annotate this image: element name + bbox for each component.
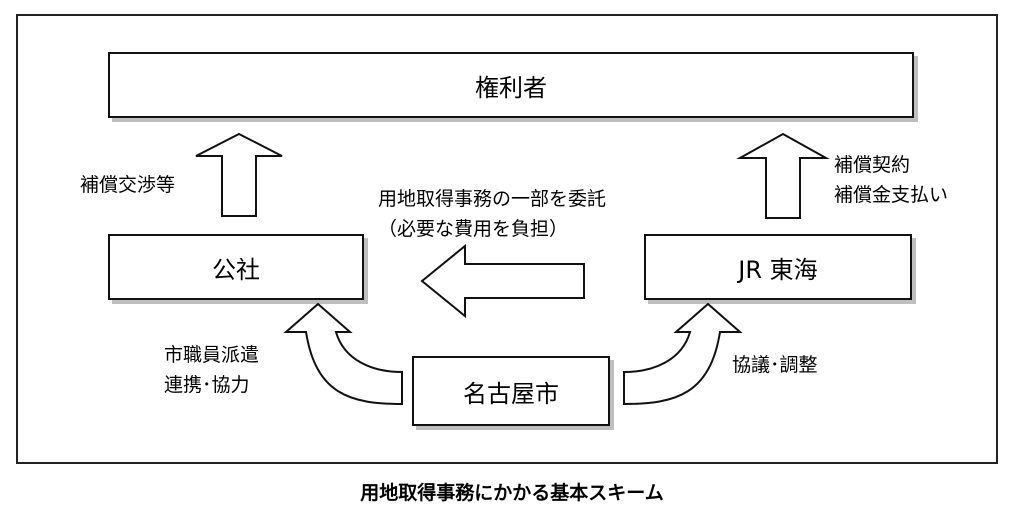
diagram-frame <box>16 14 998 464</box>
entrust-line-1: 用地取得事務の一部を委託 <box>378 188 607 210</box>
dispatch-line-1: 市職員派遣 <box>164 344 260 366</box>
entrust-line-2: （必要な費用を負担） <box>378 218 569 240</box>
corporation-box: 公社 <box>108 234 364 300</box>
rights-holder-label: 権利者 <box>475 73 547 102</box>
negotiation-label: 補償交渉等 <box>80 174 176 196</box>
dispatch-label: 市職員派遣 連携･協力 <box>164 340 259 400</box>
left-arrow-entrust <box>420 243 585 319</box>
consult-label: 協議･調整 <box>732 354 818 376</box>
contract-label: 補償契約 補償金支払い <box>834 150 948 210</box>
curved-arrow-to-corporation <box>283 302 403 406</box>
up-arrow-left <box>195 132 283 217</box>
jr-central-box: JR 東海 <box>644 234 912 300</box>
entrust-label: 用地取得事務の一部を委託 （必要な費用を負担） <box>378 184 606 244</box>
contract-line-2: 補償金支払い <box>834 184 949 206</box>
diagram-caption: 用地取得事務にかかる基本スキーム <box>360 482 664 504</box>
curved-arrow-to-jr <box>623 302 743 406</box>
corporation-label: 公社 <box>212 255 260 284</box>
nagoya-city-box: 名古屋市 <box>412 356 610 426</box>
jr-central-label: JR 東海 <box>738 255 818 284</box>
up-arrow-right <box>736 132 830 219</box>
rights-holder-box: 権利者 <box>108 52 914 118</box>
dispatch-line-2: 連携･協力 <box>164 374 250 396</box>
contract-line-1: 補償契約 <box>834 154 911 176</box>
nagoya-city-label: 名古屋市 <box>463 379 559 408</box>
